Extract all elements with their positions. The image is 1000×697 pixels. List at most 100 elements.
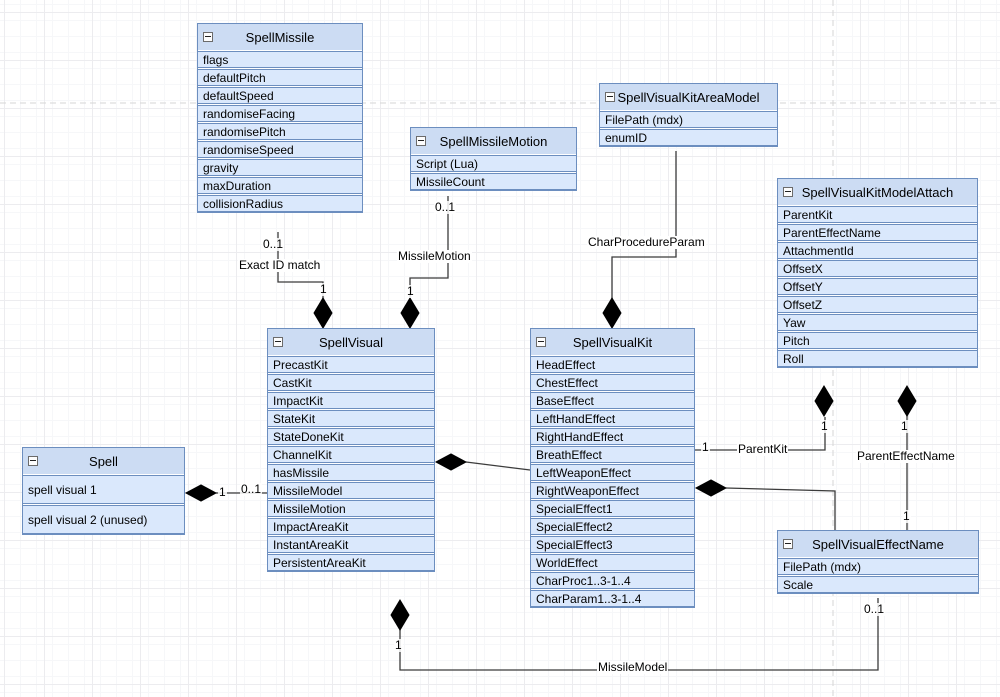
class-attribute[interactable]: RightWeaponEffect [531,482,694,499]
class-spellvisualkitareamodel[interactable]: SpellVisualKitAreaModel FilePath (mdx)en… [599,83,778,147]
edge-areamodel-spellvisualkit[interactable] [611,151,677,300]
class-attribute[interactable]: AttachmentId [778,242,977,259]
class-attribute[interactable]: ParentKit [778,206,977,223]
edge-label-charprocedureparam[interactable]: CharProcedureParam [587,235,706,249]
class-header[interactable]: SpellVisualKit [531,329,694,355]
class-attribute[interactable]: LeftWeaponEffect [531,464,694,481]
class-header[interactable]: SpellVisual [268,329,434,355]
class-attribute[interactable]: BreathEffect [531,446,694,463]
class-attribute[interactable]: gravity [198,159,362,176]
class-attribute[interactable]: MissileModel [268,482,434,499]
multiplicity-label[interactable]: 1 [319,282,328,296]
multiplicity-label[interactable]: 0..1 [240,482,263,496]
class-attribute[interactable]: SpecialEffect1 [531,500,694,517]
class-attribute[interactable]: FilePath (mdx) [778,558,978,575]
collapse-icon[interactable] [203,32,213,42]
class-header[interactable]: Spell [23,448,184,474]
class-attribute[interactable]: collisionRadius [198,195,362,212]
edge-label-parenteffectname[interactable]: ParentEffectName [856,449,956,463]
class-attribute[interactable]: OffsetX [778,260,977,277]
class-attribute[interactable]: ImpactAreaKit [268,518,434,535]
class-header[interactable]: SpellMissile [198,24,362,50]
collapse-icon[interactable] [783,539,793,549]
class-attribute[interactable]: FilePath (mdx) [600,111,777,128]
class-attribute[interactable]: SpecialEffect3 [531,536,694,553]
class-attribute[interactable]: Yaw [778,314,977,331]
class-attribute[interactable]: ImpactKit [268,392,434,409]
class-attribute[interactable]: MissileCount [411,173,576,190]
collapse-icon[interactable] [536,337,546,347]
collapse-icon[interactable] [416,136,426,146]
class-attribute[interactable]: defaultSpeed [198,87,362,104]
class-attribute[interactable]: randomisePitch [198,123,362,140]
class-spellvisualeffectname[interactable]: SpellVisualEffectName FilePath (mdx)Scal… [777,530,979,594]
class-attribute[interactable]: MissileMotion [268,500,434,517]
class-attribute[interactable]: LeftHandEffect [531,410,694,427]
edge-label-missilemotion[interactable]: MissileMotion [397,249,472,263]
class-attribute[interactable]: PersistentAreaKit [268,554,434,571]
class-attribute[interactable]: randomiseFacing [198,105,362,122]
class-attribute[interactable]: PrecastKit [268,356,434,373]
class-attribute[interactable]: Pitch [778,332,977,349]
multiplicity-label[interactable]: 0..1 [863,602,886,616]
edge-label-exact-id-match[interactable]: Exact ID match [238,258,322,272]
class-attribute[interactable]: SpecialEffect2 [531,518,694,535]
multiplicity-label[interactable]: 0..1 [434,200,457,214]
collapse-icon[interactable] [783,187,793,197]
collapse-icon[interactable] [273,337,283,347]
class-attribute[interactable]: Scale [778,576,978,593]
edge-label-parentkit[interactable]: ParentKit [737,442,789,456]
class-attribute[interactable]: OffsetZ [778,296,977,313]
class-attribute[interactable]: StateDoneKit [268,428,434,445]
class-title: SpellVisualEffectName [812,536,944,552]
class-attribute[interactable]: BaseEffect [531,392,694,409]
multiplicity-label[interactable]: 1 [902,509,911,523]
multiplicity-label[interactable]: 0..1 [262,237,285,251]
class-header[interactable]: SpellVisualKitAreaModel [600,84,777,110]
edge-spellvisualkit-effectname[interactable] [725,487,836,530]
class-header[interactable]: SpellMissileMotion [411,128,576,154]
edge-label-missilemodel[interactable]: MissileModel [597,660,669,674]
class-attribute[interactable]: RightHandEffect [531,428,694,445]
multiplicity-label[interactable]: 1 [394,638,403,652]
collapse-icon[interactable] [605,92,615,102]
class-attribute[interactable]: Roll [778,350,977,367]
composition-diamond [602,297,622,329]
class-attribute[interactable]: ChestEffect [531,374,694,391]
multiplicity-label[interactable]: 1 [701,440,710,454]
class-attribute[interactable]: defaultPitch [198,69,362,86]
class-attribute[interactable]: CharParam1..3-1..4 [531,590,694,607]
class-attribute[interactable]: OffsetY [778,278,977,295]
class-attribute[interactable]: ChannelKit [268,446,434,463]
class-attribute[interactable]: Script (Lua) [411,155,576,172]
class-spellmissilemotion[interactable]: SpellMissileMotion Script (Lua)MissileCo… [410,127,577,191]
collapse-icon[interactable] [28,456,38,466]
edge-spellvisual-spellvisualkit[interactable] [465,461,531,471]
multiplicity-label[interactable]: 1 [406,284,415,298]
class-attribute[interactable]: randomiseSpeed [198,141,362,158]
class-attribute[interactable]: hasMissile [268,464,434,481]
class-attribute[interactable]: ParentEffectName [778,224,977,241]
class-header[interactable]: SpellVisualEffectName [778,531,978,557]
class-attribute[interactable]: spell visual 2 (unused) [23,505,184,534]
multiplicity-label[interactable]: 1 [820,419,829,433]
class-attribute[interactable]: WorldEffect [531,554,694,571]
class-attribute[interactable]: CharProc1..3-1..4 [531,572,694,589]
class-attribute[interactable]: HeadEffect [531,356,694,373]
class-attribute[interactable]: CastKit [268,374,434,391]
class-attribute[interactable]: maxDuration [198,177,362,194]
class-attribute[interactable]: flags [198,51,362,68]
class-attribute[interactable]: InstantAreaKit [268,536,434,553]
class-attribute[interactable]: enumID [600,129,777,146]
multiplicity-label[interactable]: 1 [900,419,909,433]
multiplicity-label[interactable]: 1 [218,485,227,499]
class-header[interactable]: SpellVisualKitModelAttach [778,179,977,205]
class-attribute[interactable]: spell visual 1 [23,475,184,504]
class-attribute[interactable]: StateKit [268,410,434,427]
